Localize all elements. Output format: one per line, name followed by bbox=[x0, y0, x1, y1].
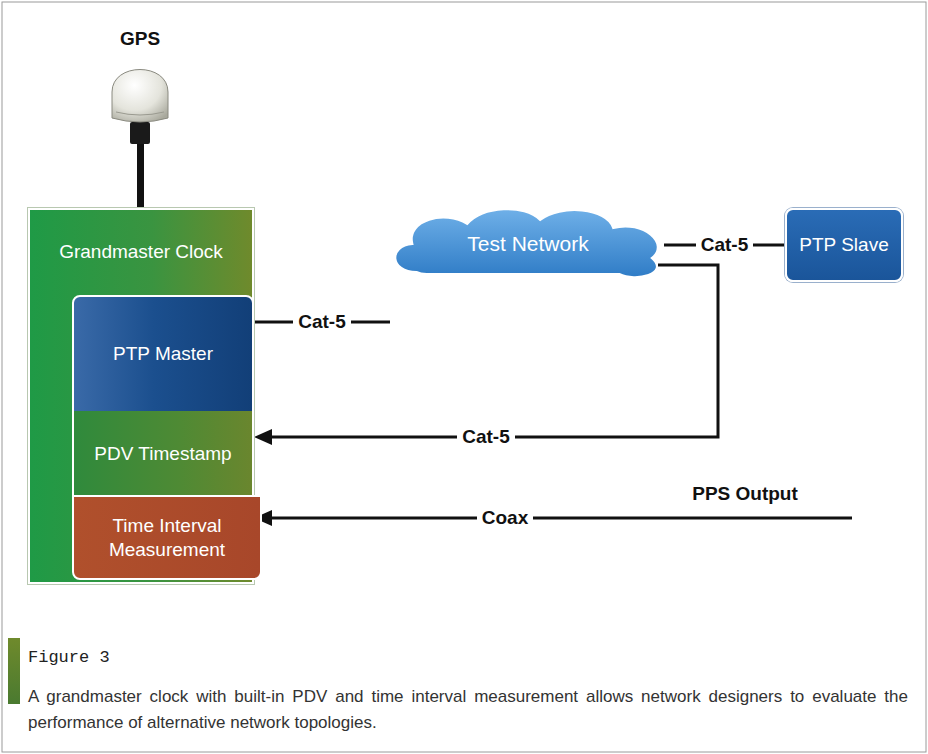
figure-number: Figure 3 bbox=[28, 648, 110, 667]
slave-box: PTP Slave bbox=[785, 208, 903, 282]
figure-caption: A grandmaster clock with built-in PDV an… bbox=[28, 684, 908, 736]
clock-housing: Grandmaster ClockPTP MasterPDV Timestamp… bbox=[28, 208, 254, 584]
edge-label: Cat-5 bbox=[293, 311, 351, 333]
cable-line bbox=[268, 265, 718, 437]
node-title: PTP Slave bbox=[789, 233, 898, 257]
edge-label: Cat-5 bbox=[696, 234, 754, 256]
node-title: Test Network bbox=[467, 232, 588, 256]
gps-antenna bbox=[112, 70, 168, 211]
cable-label: Coax bbox=[477, 507, 533, 529]
measurement-block: Time Interval Measurement bbox=[72, 495, 262, 580]
coax-wire bbox=[254, 510, 852, 526]
network-cloud: Test Network bbox=[386, 206, 670, 282]
cable-connector bbox=[254, 265, 718, 445]
master-block: PTP Master bbox=[72, 295, 254, 413]
edge-label: Cat-5 bbox=[457, 426, 515, 448]
signal-label: PPS Output bbox=[692, 483, 798, 505]
arrow-head bbox=[254, 429, 272, 445]
antenna-label: GPS bbox=[120, 28, 160, 50]
node-title: Grandmaster Clock bbox=[36, 240, 246, 264]
node-title: PTP Master bbox=[103, 342, 223, 366]
node-title: PDV Timestamp bbox=[84, 442, 241, 466]
timestamp-block: PDV Timestamp bbox=[72, 411, 254, 497]
node-title: Time Interval Measurement bbox=[74, 514, 260, 562]
caption-bar bbox=[8, 638, 20, 704]
